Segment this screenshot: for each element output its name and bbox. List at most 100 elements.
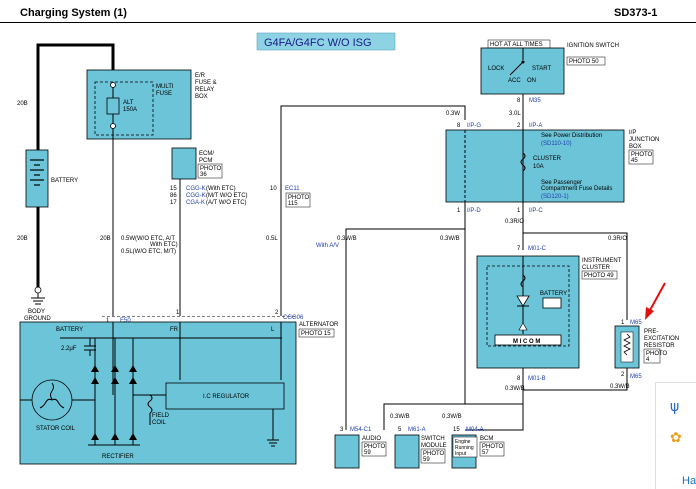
audio-module	[334, 434, 360, 469]
diagram-code: SD373-1	[614, 7, 657, 19]
svg-text:2.2μF: 2.2μF	[61, 346, 77, 352]
svg-text:LOCK: LOCK	[488, 66, 504, 72]
svg-text:M54-C1: M54-C1	[350, 427, 372, 433]
svg-text:BOX: BOX	[629, 144, 642, 150]
widget-label[interactable]: Ha	[682, 475, 696, 487]
ic-regulator	[165, 382, 285, 410]
flower-icon[interactable]: ✿	[670, 430, 682, 446]
svg-text:E/R: E/R	[195, 73, 206, 79]
switch-module	[394, 434, 420, 469]
svg-text:INSTRUMENT: INSTRUMENT	[582, 258, 622, 264]
svg-text:Compartment Fuse Details: Compartment Fuse Details	[541, 186, 612, 192]
svg-text:AUDIO: AUDIO	[362, 436, 381, 442]
svg-text:10A: 10A	[533, 164, 544, 170]
svg-text:E50: E50	[120, 318, 131, 324]
rectifier-diodes	[88, 338, 140, 446]
svg-text:RECTIFIER: RECTIFIER	[102, 454, 134, 460]
svg-text:I/P-D: I/P-D	[467, 208, 481, 214]
battery-cable-top	[36, 43, 115, 150]
svg-text:ON: ON	[527, 78, 536, 84]
svg-text:CGG-K: CGG-K	[186, 186, 206, 192]
svg-text:0.3W/B: 0.3W/B	[505, 386, 525, 392]
svg-text:PHOTO: PHOTO	[423, 451, 445, 457]
svg-text:FR: FR	[170, 327, 179, 333]
fuse-icon	[106, 97, 120, 115]
svg-text:L: L	[271, 327, 275, 333]
ecm-pcm	[171, 147, 197, 180]
svg-text:M65: M65	[630, 320, 642, 326]
ip-junction-box	[445, 129, 625, 203]
svg-text:115: 115	[288, 201, 298, 207]
svg-text:CLUSTER: CLUSTER	[582, 265, 611, 271]
micom-chip	[494, 334, 562, 346]
svg-text:2: 2	[621, 372, 625, 378]
side-widget-panel[interactable]: ψ ✿ Ha	[655, 382, 696, 489]
svg-text:FUSE &: FUSE &	[195, 80, 217, 86]
svg-text:STATOR COIL: STATOR COIL	[36, 426, 76, 432]
svg-text:HOT AT ALL TIMES: HOT AT ALL TIMES	[490, 42, 543, 48]
battery-label: BATTERY	[51, 178, 78, 184]
svg-text:(A/T W/O ETC): (A/T W/O ETC)	[206, 200, 247, 206]
svg-text:BATTERY: BATTERY	[56, 327, 83, 333]
battery	[25, 149, 49, 208]
svg-text:M04-A: M04-A	[466, 427, 484, 433]
svg-text:PCM: PCM	[199, 158, 212, 164]
svg-text:See Power Distribution: See Power Distribution	[541, 133, 602, 139]
svg-text:PHOTO 50: PHOTO 50	[569, 59, 599, 65]
svg-text:M01-C: M01-C	[528, 246, 547, 252]
svg-text:59: 59	[423, 457, 430, 463]
svg-text:15: 15	[170, 186, 177, 192]
svg-text:Input: Input	[455, 451, 467, 457]
svg-text:MODULE: MODULE	[421, 443, 447, 449]
svg-text:CGG-K: CGG-K	[186, 193, 206, 199]
svg-text:(M/T W/O ETC): (M/T W/O ETC)	[206, 193, 248, 199]
svg-text:BODY: BODY	[28, 309, 45, 315]
svg-text:MULTI: MULTI	[156, 84, 174, 90]
svg-text:(SD110-10): (SD110-10)	[541, 141, 572, 147]
svg-text:45: 45	[631, 158, 638, 164]
svg-text:10: 10	[270, 186, 277, 192]
svg-text:PHOTO: PHOTO	[200, 166, 222, 172]
svg-text:20B: 20B	[17, 236, 28, 242]
svg-text:1: 1	[621, 320, 625, 326]
svg-text:M65: M65	[630, 374, 642, 380]
diagram-title: Charging System (1)	[20, 7, 127, 19]
svg-text:1: 1	[457, 208, 461, 214]
svg-text:PHOTO: PHOTO	[646, 351, 668, 357]
svg-text:IGNITION SWITCH: IGNITION SWITCH	[567, 43, 619, 49]
stator-coil-icon	[20, 379, 95, 421]
svg-text:7: 7	[517, 246, 521, 252]
svg-text:0.3R/O: 0.3R/O	[505, 219, 524, 225]
svg-text:M61-A: M61-A	[408, 427, 426, 433]
resistor-icon	[623, 333, 631, 356]
instrument-cluster	[476, 255, 580, 369]
battery-warning-led-icon	[516, 295, 530, 307]
svg-text:I/P: I/P	[629, 130, 636, 136]
svg-text:0.5W(W/O ETC, A/T: 0.5W(W/O ETC, A/T	[121, 236, 175, 242]
svg-text:1: 1	[176, 310, 180, 316]
svg-text:5: 5	[398, 427, 402, 433]
field-coil-icon	[147, 394, 153, 414]
svg-text:M01-B: M01-B	[528, 376, 546, 382]
svg-text:3.0L: 3.0L	[509, 111, 521, 117]
svg-text:PHOTO: PHOTO	[288, 195, 310, 201]
svg-text:20B: 20B	[100, 236, 111, 242]
svg-text:FIELD: FIELD	[152, 413, 170, 419]
svg-text:With A/V: With A/V	[316, 243, 339, 249]
svg-text:3: 3	[340, 427, 344, 433]
svg-text:0.3W: 0.3W	[446, 111, 460, 117]
svg-text:86: 86	[170, 193, 177, 199]
svg-text:COIL: COIL	[152, 420, 167, 426]
svg-text:ECM/: ECM/	[199, 151, 214, 157]
svg-text:36: 36	[200, 172, 207, 178]
svg-text:PHOTO: PHOTO	[631, 152, 653, 158]
engine-banner-text: G4FA/G4FC W/O ISG	[264, 37, 372, 49]
svg-text:1: 1	[106, 318, 110, 324]
engine-banner	[256, 32, 396, 51]
svg-text:PHOTO 49: PHOTO 49	[584, 273, 614, 279]
svg-text:8: 8	[517, 98, 521, 104]
body-ground-icon	[31, 286, 45, 305]
app-logo-icon[interactable]: ψ	[670, 399, 680, 415]
svg-text:ALTERNATOR: ALTERNATOR	[299, 322, 339, 328]
